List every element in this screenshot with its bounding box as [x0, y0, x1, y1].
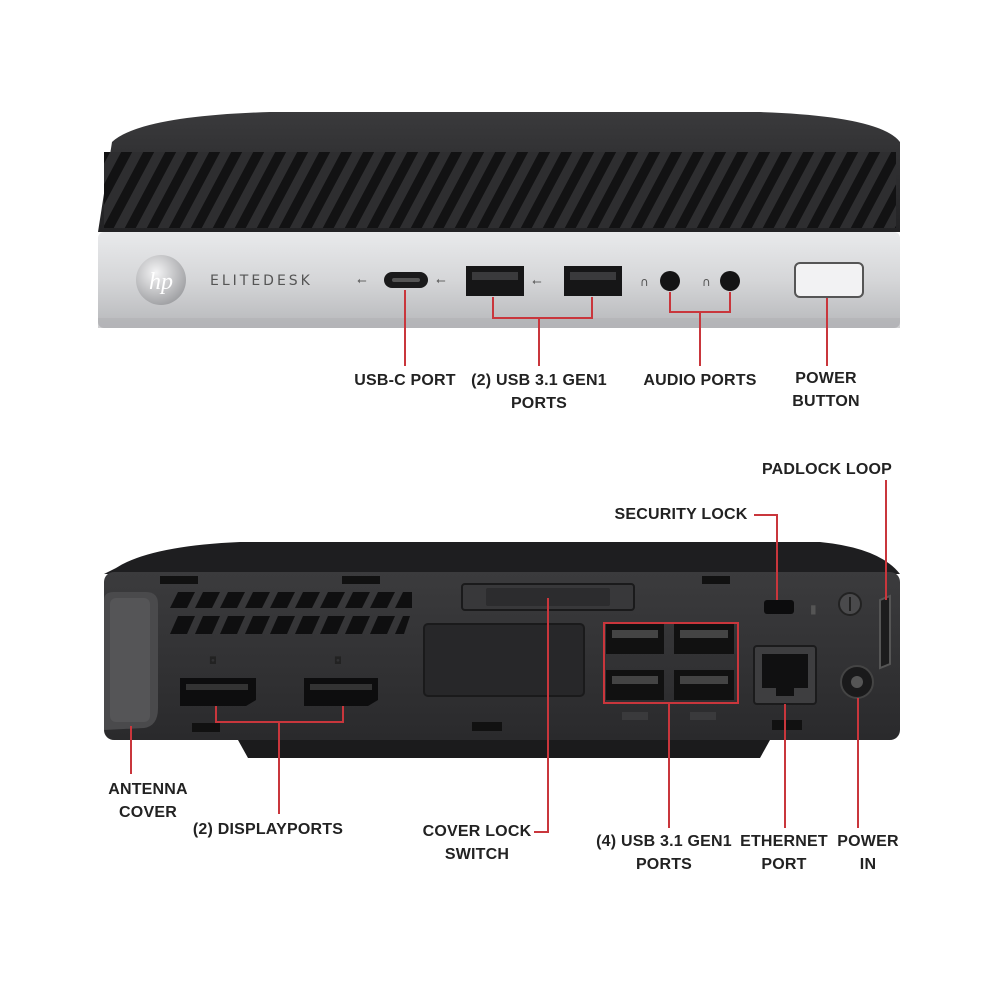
- callout-security-lock: SECURITY LOCK: [610, 503, 752, 526]
- model-name: ELITEDESK: [210, 273, 313, 289]
- power-button: [795, 263, 863, 297]
- callout-audio-ports: AUDIO PORTS: [630, 369, 770, 392]
- displayport-symbol-icon: ◘: [334, 656, 342, 667]
- callout-front-usb-ports: (2) USB 3.1 GEN1 PORTS: [459, 369, 619, 415]
- padlock-loop: [880, 596, 890, 668]
- callout-power-button: POWER BUTTON: [776, 367, 876, 413]
- callout-power-in: POWER IN: [828, 830, 908, 876]
- expansion-panel: [424, 624, 584, 696]
- callout-rear-usb-ports: (4) USB 3.1 GEN1 PORTS: [582, 830, 746, 876]
- rear-view: ◘ ◘ ▮: [104, 542, 900, 758]
- hp-logo: hp: [136, 255, 186, 305]
- front-vent-grille: [104, 152, 896, 228]
- callout-displayports: (2) DISPLAYPORTS: [185, 818, 351, 841]
- rear-top-panel: [104, 542, 900, 574]
- callout-usb-c-port: USB-C PORT: [345, 369, 465, 392]
- callout-cover-lock-switch: COVER LOCK SWITCH: [414, 820, 540, 866]
- usb-a-port-1: [466, 266, 524, 296]
- security-lock-slot: [764, 600, 794, 614]
- displayport-2: [304, 678, 378, 706]
- audio-jack-2: [720, 271, 740, 291]
- charging-symbol-icon: ⭠: [532, 274, 542, 288]
- callout-ethernet-port: ETHERNET PORT: [734, 830, 834, 876]
- lock-icon: ▮: [810, 602, 817, 616]
- audio-jack-1: [660, 271, 680, 291]
- usb-a-port-2: [564, 266, 622, 296]
- headset-icon: ∩: [702, 275, 711, 289]
- displayport-1: [180, 678, 256, 706]
- headphone-icon: ∩: [640, 275, 649, 289]
- usb-symbol-icon: ⭠: [357, 273, 367, 287]
- rear-foot: [238, 740, 770, 758]
- callout-padlock-loop: PADLOCK LOOP: [752, 458, 902, 481]
- displayport-symbol-icon: ◘: [209, 656, 217, 667]
- superspeed-symbol-icon: ⭠: [436, 273, 446, 287]
- front-view: hp ELITEDESK ⭠ ⭠ ⭠ ∩ ∩: [98, 112, 900, 328]
- svg-text:hp: hp: [149, 269, 173, 295]
